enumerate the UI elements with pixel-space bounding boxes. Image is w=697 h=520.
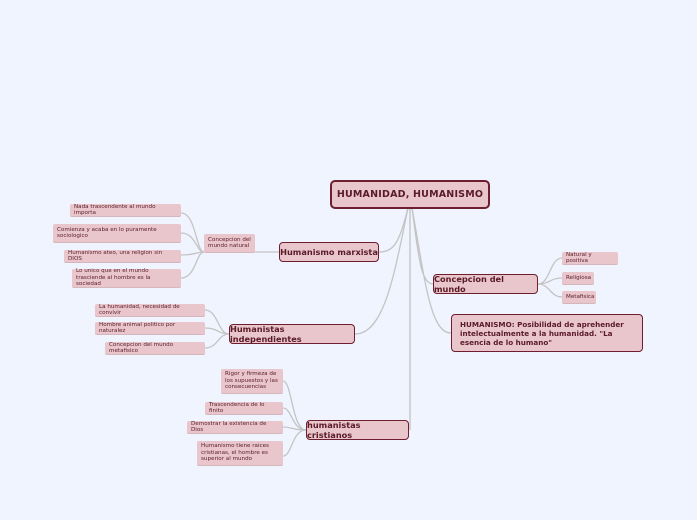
leaf-node[interactable]: Comienza y acaba en lo puramente sociolo… xyxy=(53,224,181,242)
leaf-node[interactable]: La humanidad, necesidad de convivir xyxy=(95,304,205,316)
leaf-node[interactable]: Concepcion del mundo metafisico xyxy=(105,342,205,354)
leaf-node[interactable]: Humanismo tiene raices cristianas, el ho… xyxy=(197,441,283,465)
subnode-concepcion-mundo-natural[interactable]: Concepcion del mundo natural xyxy=(204,234,255,252)
leaf-node[interactable]: Natural y positiva xyxy=(562,252,618,264)
root-node[interactable]: HUMANIDAD, HUMANISMO xyxy=(330,180,490,209)
branch-concepcion-del-mundo[interactable]: Concepcion del mundo xyxy=(433,274,538,294)
leaf-node[interactable]: Humanismo ateo, una religion sin DIOS xyxy=(64,250,181,262)
branch-humanistas-cristianos[interactable]: humanistas cristianos xyxy=(306,420,409,440)
branch-humanismo-marxista[interactable]: Humanismo marxista xyxy=(279,242,379,262)
leaf-node[interactable]: Hombre animal politico por naturalez xyxy=(95,322,205,334)
leaf-node[interactable]: Metafisica xyxy=(562,291,596,303)
leaf-node[interactable]: Lo unico que en el mundo trasciende al h… xyxy=(72,268,181,287)
leaf-node[interactable]: Religiosa xyxy=(562,272,594,284)
leaf-node[interactable]: Nada trascendente al mundo importa xyxy=(70,204,181,216)
leaf-node[interactable]: Trascendencia de lo finito xyxy=(205,402,283,414)
leaf-node[interactable]: Rigor y firmeza de los supuestos y las c… xyxy=(221,369,283,393)
branch-humanistas-independientes[interactable]: Humanistas independientes xyxy=(229,324,355,344)
leaf-node[interactable]: Demostrar la existencia de Dios xyxy=(187,421,283,433)
branch-humanismo-definicion[interactable]: HUMANISMO: Posibilidad de aprehender int… xyxy=(451,314,643,352)
